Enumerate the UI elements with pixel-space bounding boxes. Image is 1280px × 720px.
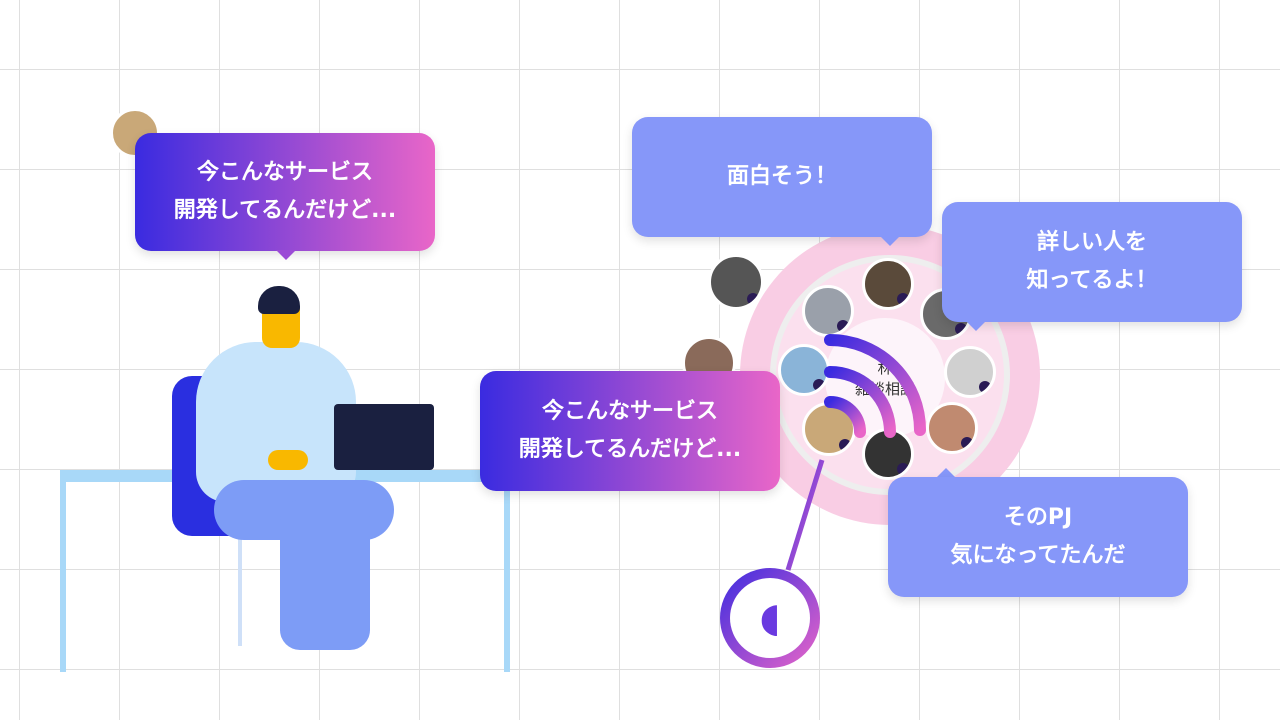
chair-stem: [238, 536, 242, 646]
bubble-text: 面白そう！: [726, 164, 837, 189]
avatar[interactable]: [926, 402, 978, 454]
speech-bubble-pj: そのPJ 気になってたんだ: [888, 477, 1188, 597]
speech-bubble-left: 今こんなサービス開発してるんだけど...: [135, 133, 435, 251]
desk-leg: [60, 482, 66, 672]
speech-bubble-know: 詳しい人を知ってるよ！: [942, 202, 1242, 322]
bubble-tail: [966, 321, 986, 341]
bubble-text: 今こんなサービス: [196, 160, 373, 185]
bubble-text: 知ってるよ！: [1026, 268, 1158, 293]
bubble-text: 開発してるんだけど...: [173, 198, 397, 223]
avatar[interactable]: [708, 254, 764, 310]
torso: [196, 342, 356, 502]
bubble-tail: [936, 458, 956, 478]
hair: [258, 286, 300, 314]
avatar[interactable]: [778, 344, 830, 396]
voice-waves-icon: [785, 334, 926, 571]
avatar[interactable]: [862, 258, 914, 310]
bubble-text: 今こんなサービス: [541, 399, 718, 424]
bubble-text: 詳しい人を: [1036, 230, 1147, 255]
bubble-tail: [276, 250, 296, 270]
avatar-cat[interactable]: [802, 285, 854, 337]
bubble-text: 気になってたんだ: [950, 543, 1126, 568]
hand: [268, 450, 308, 470]
legs-lower: [280, 500, 370, 650]
desk-leg: [504, 482, 510, 672]
speaking-icon[interactable]: ◖: [720, 568, 820, 668]
bubble-tail: [880, 236, 900, 256]
speech-bubble-interesting: 面白そう！: [632, 117, 932, 237]
bubble-text: そのPJ: [1003, 505, 1073, 530]
speech-bubble-center: 今こんなサービス開発してるんだけど...: [480, 371, 780, 491]
laptop: [334, 404, 434, 470]
bubble-text: 開発してるんだけど...: [518, 437, 742, 462]
avatar[interactable]: [944, 346, 996, 398]
